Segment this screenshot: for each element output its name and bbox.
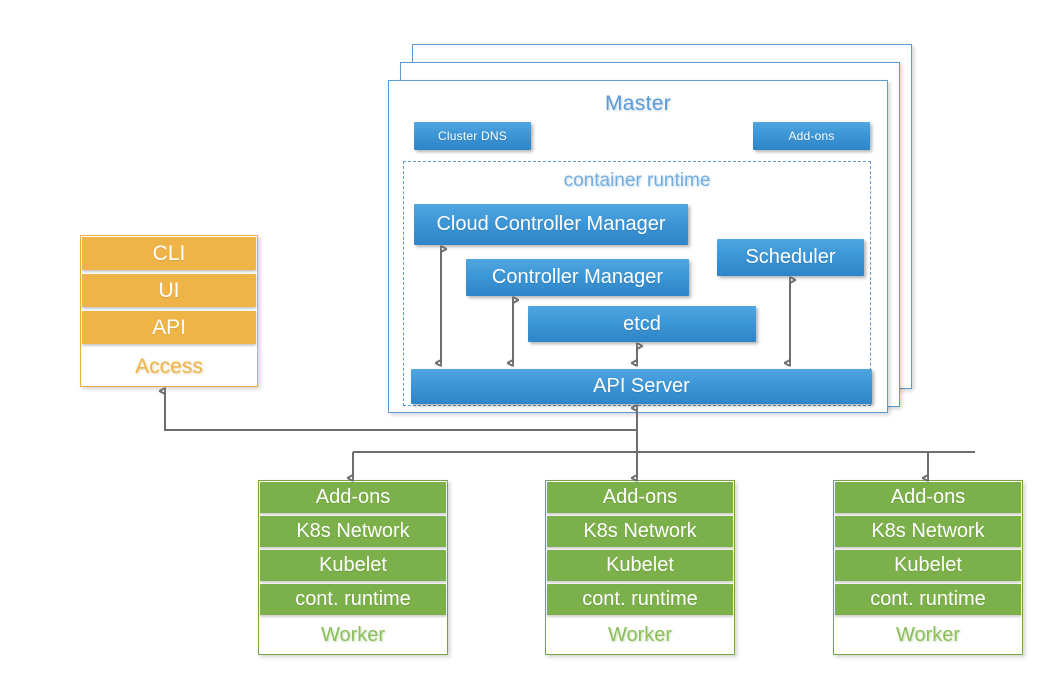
- worker-node-1: Add-ons K8s Network Kubelet cont. runtim…: [258, 480, 448, 655]
- worker-1-row-k8s-network[interactable]: K8s Network: [260, 516, 446, 547]
- worker-2-row-kubelet[interactable]: Kubelet: [547, 550, 733, 581]
- worker-node-3: Add-ons K8s Network Kubelet cont. runtim…: [833, 480, 1023, 655]
- worker-node-2: Add-ons K8s Network Kubelet cont. runtim…: [545, 480, 735, 655]
- cloud-controller-manager-box[interactable]: Cloud Controller Manager: [414, 204, 688, 245]
- access-row-api[interactable]: API: [82, 311, 256, 344]
- cluster-dns-box[interactable]: Cluster DNS: [414, 122, 531, 150]
- access-panel: CLI UI API Access: [80, 235, 258, 387]
- worker-3-row-add-ons[interactable]: Add-ons: [835, 482, 1021, 513]
- access-row-cli[interactable]: CLI: [82, 237, 256, 270]
- worker-1-row-kubelet[interactable]: Kubelet: [260, 550, 446, 581]
- worker-1-row-add-ons[interactable]: Add-ons: [260, 482, 446, 513]
- worker-3-label: Worker: [895, 624, 961, 646]
- worker-2-row-add-ons[interactable]: Add-ons: [547, 482, 733, 513]
- worker-3-row-cont-runtime[interactable]: cont. runtime: [835, 584, 1021, 615]
- api-server-box[interactable]: API Server: [411, 369, 872, 404]
- etcd-box[interactable]: etcd: [528, 306, 756, 342]
- worker-2-label: Worker: [607, 624, 673, 646]
- controller-manager-box[interactable]: Controller Manager: [466, 259, 689, 296]
- master-card: Master Cluster DNS Add-ons container run…: [388, 80, 888, 413]
- scheduler-box[interactable]: Scheduler: [717, 239, 864, 276]
- master-title: Master: [605, 92, 671, 115]
- worker-2-row-k8s-network[interactable]: K8s Network: [547, 516, 733, 547]
- worker-3-row-kubelet[interactable]: Kubelet: [835, 550, 1021, 581]
- access-row-ui[interactable]: UI: [82, 274, 256, 307]
- worker-2-row-cont-runtime[interactable]: cont. runtime: [547, 584, 733, 615]
- access-label: Access: [135, 354, 203, 378]
- worker-1-row-cont-runtime[interactable]: cont. runtime: [260, 584, 446, 615]
- container-runtime-title: container runtime: [563, 170, 711, 191]
- master-add-ons-box[interactable]: Add-ons: [753, 122, 870, 150]
- worker-1-label: Worker: [320, 624, 386, 646]
- worker-3-row-k8s-network[interactable]: K8s Network: [835, 516, 1021, 547]
